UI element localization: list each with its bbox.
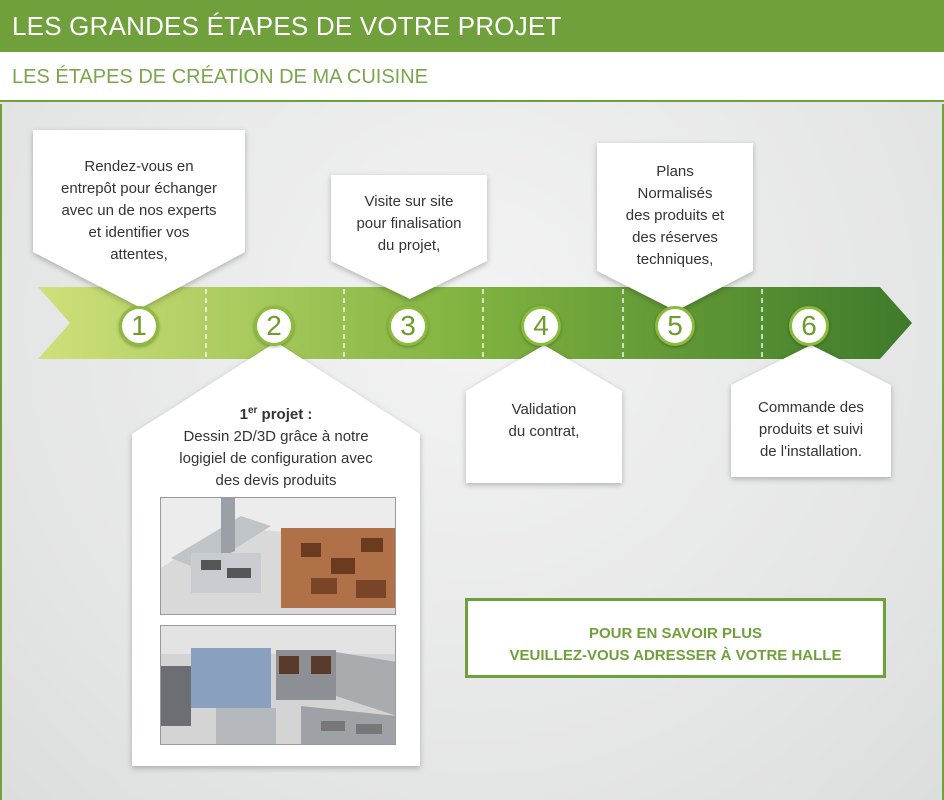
step-1-line: entrepôt pour échanger bbox=[61, 180, 217, 197]
step-3-line: pour finalisation bbox=[356, 215, 462, 232]
step-6-number: 6 bbox=[789, 306, 829, 346]
step-3-number: 3 bbox=[388, 306, 428, 346]
step-3-line: Visite sur site bbox=[364, 193, 454, 210]
right-border bbox=[942, 104, 944, 800]
left-border bbox=[0, 104, 2, 800]
step-2-line: des devis produits bbox=[215, 472, 337, 489]
step-4-line: Validation bbox=[511, 401, 577, 418]
more-info-box: POUR EN SAVOIR PLUS VEUILLEZ-VOUS ADRESS… bbox=[465, 598, 886, 678]
callout-5-shape bbox=[597, 143, 753, 311]
more-info-line-2: VEUILLEZ-VOUS ADRESSER À VOTRE HALLE bbox=[509, 647, 842, 664]
step-1-line: attentes, bbox=[110, 246, 168, 263]
step-6-line: Commande des bbox=[758, 399, 864, 416]
callout-6-shape bbox=[731, 345, 891, 477]
step-1-number: 1 bbox=[119, 306, 159, 346]
callout-4-shape bbox=[466, 345, 622, 483]
step-1-callout: Rendez-vous en entrepôt pour échanger av… bbox=[33, 130, 245, 310]
more-info-line-1: POUR EN SAVOIR PLUS bbox=[588, 625, 763, 642]
step-6-line: produits et suivi bbox=[758, 421, 864, 438]
step-1-line: avec un de nos experts bbox=[61, 202, 217, 219]
step-3-line: du projet, bbox=[377, 237, 441, 254]
step-2-title-sup: er bbox=[247, 405, 258, 416]
step-6-line: de l'installation. bbox=[759, 443, 863, 460]
kitchen-plan-drawing bbox=[161, 498, 395, 614]
step-5-line: Plans bbox=[656, 163, 694, 180]
step-4-line: du contrat, bbox=[508, 423, 580, 440]
section-subtitle: LES ÉTAPES DE CRÉATION DE MA CUISINE bbox=[0, 52, 944, 102]
step-1-line: et identifier vos bbox=[88, 224, 190, 241]
step-2-title-rest: projet : bbox=[257, 406, 313, 423]
step-2-title-number: 1 bbox=[239, 406, 248, 423]
step-1-line: Rendez-vous en bbox=[84, 158, 194, 175]
callout-3-shape bbox=[331, 175, 487, 299]
callout-1-shape bbox=[33, 130, 245, 308]
step-2-line: logigiel de configuration avec bbox=[179, 450, 373, 467]
step-5-callout: Plans Normalisés des produits et des rés… bbox=[597, 143, 753, 313]
step-6-callout: Commande des produits et suivi de l'inst… bbox=[731, 345, 891, 477]
step-2-line: Dessin 2D/3D grâce à notre bbox=[183, 428, 369, 445]
page-title: LES GRANDES ÉTAPES DE VOTRE PROJET bbox=[0, 0, 944, 52]
step-3-callout: Visite sur site pour finalisation du pro… bbox=[331, 175, 487, 300]
step-2-number: 2 bbox=[254, 306, 294, 346]
kitchen-3d-plan-image bbox=[160, 497, 396, 615]
step-2-title: 1er projet : bbox=[132, 400, 420, 426]
step-5-number: 5 bbox=[655, 306, 695, 346]
kitchen-view-drawing bbox=[161, 626, 395, 744]
step-5-line: des réserves bbox=[632, 229, 718, 246]
step-5-line: Normalisés bbox=[637, 185, 713, 202]
step-5-line: des produits et bbox=[625, 207, 725, 224]
step-4-callout: Validation du contrat, bbox=[466, 345, 622, 483]
step-4-number: 4 bbox=[521, 306, 561, 346]
kitchen-3d-view-image bbox=[160, 625, 396, 745]
step-5-line: techniques, bbox=[636, 251, 714, 268]
